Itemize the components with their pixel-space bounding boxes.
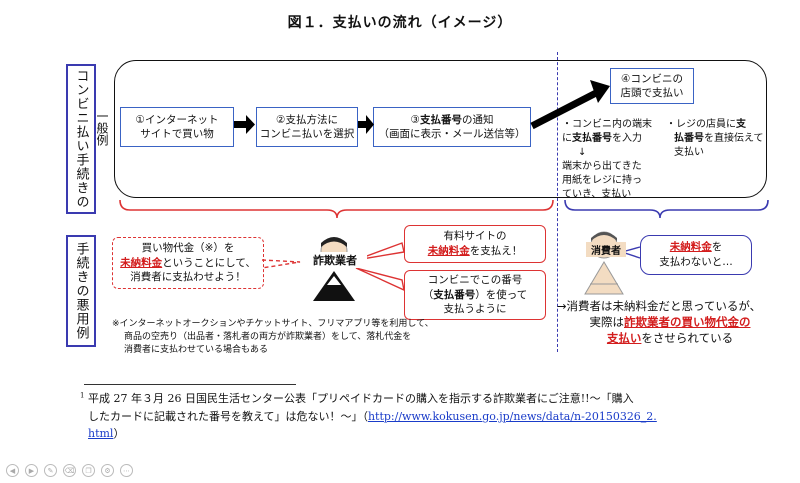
eraser-icon[interactable]: ⌫ [63,464,76,477]
option-cashier: ・レジの店員に支 払番号を直接伝えて 支払い [666,119,764,158]
more-icon[interactable]: ⋯ [120,464,133,477]
arrow-step3-step4 [530,80,610,130]
step-1-line1: ①インターネット [135,113,219,126]
footnote-mark: 1 [80,391,85,400]
example-note: ※インターネットオークションやチケットサイト、フリマアプリ等を利用して、 商品の… [112,319,434,356]
message-payment-number: コンビニでこの番号 （支払番号）を使って 支払うように [404,270,546,320]
step-2-box: ②支払方法に コンビニ払いを選択 [256,107,358,147]
arrow-step1-step2 [234,115,255,134]
fraudster-thought-bubble: 買い物代金（※）を 未納料金ということにして、 消費者に支払わせよう！ [112,237,264,289]
red-brace [119,199,554,219]
step-2-line2: コンビニ払いを選択 [259,128,355,140]
step-1-line2: サイトで買い物 [140,128,214,140]
option-terminal: ・コンビニ内の端末 に支払番号を入力 ↓ 端末から出てきた 用紙をレジに持っ て… [562,119,652,200]
figure-title: 図１．支払いの流れ（イメージ） [287,15,513,31]
step-4-line1: ④コンビニの [621,72,683,85]
flow-frame [114,60,767,198]
consumer-thought-bubble: 未納料金を 支払わないと… [640,235,752,275]
general-procedure-label: コンビニ払い手続きの [66,64,96,214]
blue-brace [564,199,769,219]
callout-tail [261,259,301,269]
step-4-box: ④コンビニの 店頭で支払い [610,68,694,104]
consumer-label: 消費者 [586,242,626,257]
step-1-box: ①インターネット サイトで買い物 [120,107,234,147]
back-icon[interactable]: ◀ [6,464,19,477]
arrow-step2-step3 [358,115,374,134]
step-4-line2: 店頭で支払い [620,87,684,99]
step-3-line1: ③支払番号の通知 [410,113,494,126]
general-example-label: 一般例 [95,110,109,146]
step-3-line2: （画面に表示・メール送信等） [378,128,526,140]
abuse-example-label-text: 手続きの悪用例 [73,242,89,340]
forward-icon[interactable]: ▶ [25,464,38,477]
viewer-toolbar: ◀ ▶ ✎ ⌫ ❐ ⚙ ⋯ [6,464,133,477]
abuse-example-label: 手続きの悪用例 [66,235,96,347]
message-unpaid-fee: 有料サイトの 未納料金を支払え！ [404,225,546,263]
step-2-line1: ②支払方法に [276,113,338,126]
tools-icon[interactable]: ⚙ [101,464,114,477]
section-divider [557,52,558,352]
footnote-separator [84,384,296,385]
general-procedure-label-text: コンビニ払い手続きの [73,69,89,209]
footnote-link[interactable]: http://www.kokusen.go.jp/news/data/n-201… [367,409,657,423]
fraudster-figure [313,237,355,301]
step-3-box: ③支払番号の通知 （画面に表示・メール送信等） [373,107,531,147]
callout-msg2 [355,267,405,292]
conclusion-text: →消費者は未納料金だと思っているが、 実際は詐欺業者の買い物代金の 支払いをさせ… [556,299,762,346]
fraudster-label: 詐欺業者 [303,252,367,268]
pen-icon[interactable]: ✎ [44,464,57,477]
footnote-link-end[interactable]: html [88,427,114,441]
footnote: 1 平成 27 年３月 26 日国民生活センター公表「プリペイドカードの購入を指… [80,391,657,441]
copy-icon[interactable]: ❐ [82,464,95,477]
callout-msg1 [355,242,405,261]
